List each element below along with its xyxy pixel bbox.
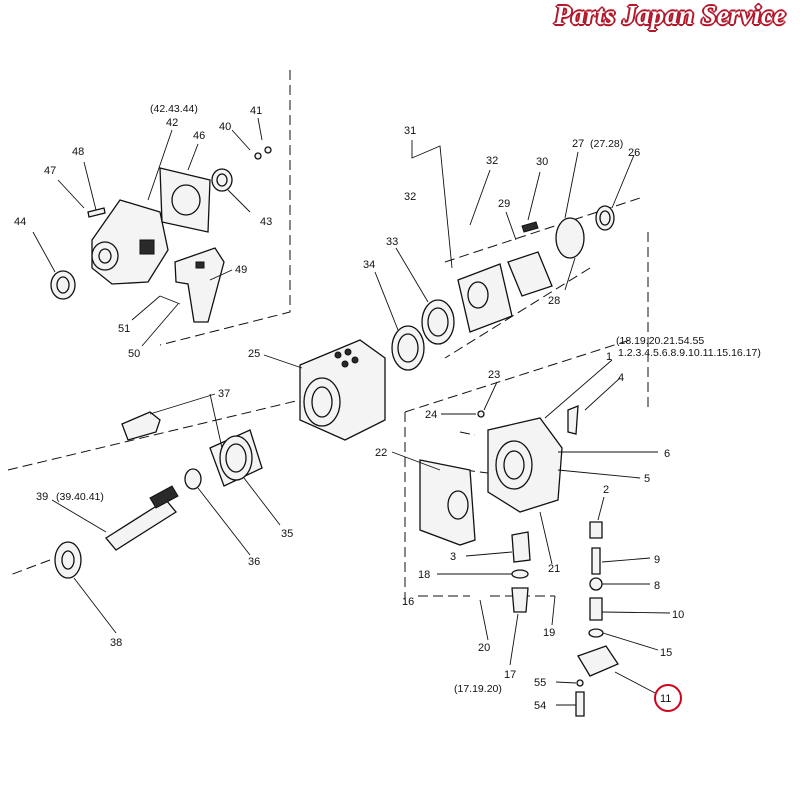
part-10-spring xyxy=(589,597,603,621)
label-10: 10 xyxy=(672,609,684,621)
label-49: 49 xyxy=(235,264,247,276)
label-20: 20 xyxy=(478,642,490,654)
watermark-logo: Parts Japan Service xyxy=(554,0,786,30)
part-15-seal xyxy=(588,628,604,638)
label-37: 37 xyxy=(218,388,230,400)
label-8: 8 xyxy=(654,580,660,592)
label-15: 15 xyxy=(660,647,672,659)
label-29: 29 xyxy=(498,198,510,210)
label-3: 3 xyxy=(450,551,456,563)
label-32b: 32 xyxy=(486,155,498,167)
part-27-plate xyxy=(555,217,585,259)
part-47-screw xyxy=(87,207,106,218)
label-47: 47 xyxy=(44,165,56,177)
handle-assembly xyxy=(50,146,272,323)
group-1-line-b: 1.2.3.4.5.6.8.9.10.11.15.16.17) xyxy=(618,347,761,359)
part-55-washer xyxy=(576,679,584,687)
group-1-line-a: (18.19.20.21.54.55 xyxy=(616,335,704,347)
assembly-axes xyxy=(7,70,649,600)
label-31: 31 xyxy=(404,125,416,137)
part-40 xyxy=(254,152,262,160)
hammer-case-assembly xyxy=(54,339,386,579)
label-2: 2 xyxy=(603,484,609,496)
label-43: 43 xyxy=(260,216,272,228)
part-18-ring xyxy=(511,569,529,579)
part-11-cover xyxy=(577,645,619,677)
part-54-screw xyxy=(575,691,585,717)
part-23-screw xyxy=(477,410,485,418)
label-19: 19 xyxy=(543,627,555,639)
part-29-rotor xyxy=(507,251,553,297)
housing-assembly xyxy=(419,405,619,717)
part-4-clip xyxy=(567,405,579,435)
label-17: 17 xyxy=(504,669,516,681)
label-28: 28 xyxy=(548,295,560,307)
label-4: 4 xyxy=(618,372,624,384)
label-32a: 32 xyxy=(404,191,416,203)
part-49-trigger xyxy=(174,247,225,323)
label-48: 48 xyxy=(72,146,84,158)
part-9-pin xyxy=(591,547,601,575)
label-16: 16 xyxy=(402,596,414,608)
label-21: 21 xyxy=(548,563,560,575)
label-41: 41 xyxy=(250,105,262,117)
part-labels: 44 47 48 42 (42.43.44) 46 40 41 43 49 51… xyxy=(14,103,761,712)
group-17-19-20: (17.19.20) xyxy=(454,683,502,695)
label-38: 38 xyxy=(110,637,122,649)
part-30-blade xyxy=(521,221,539,233)
group-27-28: (27.28) xyxy=(590,138,623,150)
part-37-pin xyxy=(121,411,161,441)
label-42: 42 xyxy=(166,117,178,129)
label-44: 44 xyxy=(14,216,26,228)
part-2-cap xyxy=(589,521,603,539)
label-9: 9 xyxy=(654,554,660,566)
label-36: 36 xyxy=(248,556,260,568)
highlight-circle-part-11 xyxy=(654,684,682,712)
label-50: 50 xyxy=(128,348,140,360)
label-11: 11 xyxy=(660,693,671,705)
label-18: 18 xyxy=(418,569,430,581)
label-6: 6 xyxy=(664,448,670,460)
motor-assembly xyxy=(391,205,615,371)
part-39-anvil xyxy=(105,499,177,551)
leader-lines xyxy=(32,117,671,706)
label-40: 40 xyxy=(219,121,231,133)
label-1: 1 xyxy=(606,351,612,363)
label-39: 39 xyxy=(36,491,48,503)
label-22: 22 xyxy=(375,447,387,459)
label-27: 27 xyxy=(572,138,584,150)
label-25: 25 xyxy=(248,348,260,360)
label-26: 26 xyxy=(628,147,640,159)
part-3-valve xyxy=(511,531,531,563)
label-51: 51 xyxy=(118,323,130,335)
label-35: 35 xyxy=(281,528,293,540)
label-5: 5 xyxy=(644,473,650,485)
label-46: 46 xyxy=(193,130,205,142)
part-17-regulator xyxy=(511,587,529,613)
part-8-ball xyxy=(589,577,603,591)
part-36-washer xyxy=(184,468,202,490)
label-54: 54 xyxy=(534,700,546,712)
label-34: 34 xyxy=(363,259,375,271)
group-39-40-41: (39.40.41) xyxy=(56,491,104,503)
group-42-43-44: (42.43.44) xyxy=(150,103,198,115)
label-33: 33 xyxy=(386,236,398,248)
part-41 xyxy=(264,146,272,154)
label-24: 24 xyxy=(425,409,437,421)
label-23: 23 xyxy=(488,369,500,381)
label-30: 30 xyxy=(536,156,548,168)
label-55: 55 xyxy=(534,677,546,689)
